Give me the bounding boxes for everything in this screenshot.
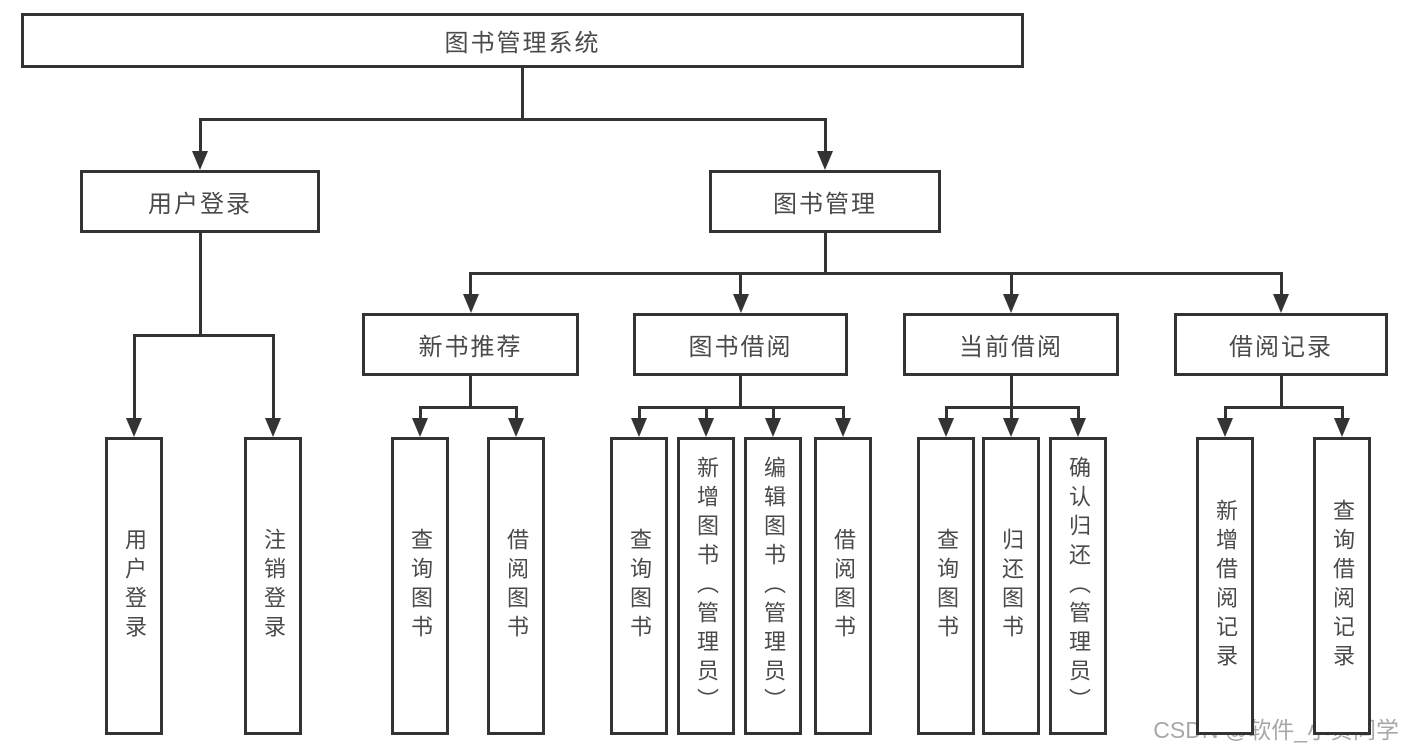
arrow-down-icon bbox=[631, 418, 647, 437]
node-label-bb-query: 查询图书 bbox=[627, 528, 652, 644]
connector-line bbox=[418, 405, 518, 409]
node-label-bb-borrow: 借阅图书 bbox=[831, 528, 856, 644]
arrow-down-icon bbox=[126, 418, 142, 437]
node-label-book-borrow: 图书借阅 bbox=[688, 334, 793, 361]
arrow-down-icon bbox=[1070, 418, 1086, 437]
connector-line bbox=[1009, 376, 1013, 409]
node-root: 图书管理系统 bbox=[21, 13, 1024, 68]
connector-line bbox=[944, 407, 948, 423]
connector-line bbox=[841, 407, 845, 423]
node-nbr-borrow: 借阅图书 bbox=[487, 437, 545, 735]
connector-line bbox=[198, 233, 202, 337]
arrow-down-icon bbox=[1273, 294, 1289, 313]
connector-line bbox=[1340, 407, 1344, 423]
connector-line bbox=[132, 333, 275, 337]
arrow-down-icon bbox=[817, 151, 833, 170]
connector-line bbox=[637, 407, 641, 423]
node-bb-edit: 编辑图书（管理员） bbox=[744, 437, 802, 735]
node-label-br-add: 新增借阅记录 bbox=[1213, 499, 1238, 673]
node-label-cb-confirm: 确认归还（管理员） bbox=[1066, 455, 1091, 717]
connector-line bbox=[469, 273, 472, 299]
connector-line bbox=[1009, 273, 1013, 299]
connector-line bbox=[1076, 407, 1080, 423]
arrow-down-icon bbox=[508, 418, 524, 437]
node-cb-return: 归还图书 bbox=[982, 437, 1040, 735]
connector-line bbox=[469, 376, 472, 409]
node-login: 用户登录 bbox=[105, 437, 163, 735]
node-label-current-borrow: 当前借阅 bbox=[959, 334, 1063, 361]
node-current-borrow: 当前借阅 bbox=[903, 313, 1119, 376]
connector-line bbox=[1009, 407, 1013, 423]
arrow-down-icon bbox=[1217, 418, 1233, 437]
connector-line bbox=[704, 407, 708, 423]
connector-line bbox=[418, 407, 422, 423]
node-cb-confirm: 确认归还（管理员） bbox=[1049, 437, 1107, 735]
node-label-login: 用户登录 bbox=[122, 528, 147, 644]
node-label-cb-query: 查询图书 bbox=[934, 528, 959, 644]
connector-line bbox=[1279, 273, 1283, 299]
node-label-borrow-records: 借阅记录 bbox=[1229, 334, 1333, 361]
node-bb-query: 查询图书 bbox=[610, 437, 668, 735]
node-label-root: 图书管理系统 bbox=[444, 30, 601, 57]
node-label-new-book-rec: 新书推荐 bbox=[418, 334, 523, 361]
arrow-down-icon bbox=[265, 418, 281, 437]
arrow-down-icon bbox=[765, 418, 781, 437]
connector-line bbox=[132, 335, 136, 423]
arrow-down-icon bbox=[732, 294, 749, 313]
connector-line bbox=[1223, 405, 1344, 409]
node-label-br-query: 查询借阅记录 bbox=[1330, 499, 1355, 673]
node-nbr-query: 查询图书 bbox=[391, 437, 449, 735]
connector-line bbox=[823, 233, 827, 275]
arrow-down-icon bbox=[1003, 294, 1019, 313]
connector-line bbox=[198, 117, 827, 121]
arrow-down-icon bbox=[462, 294, 479, 313]
connector-line bbox=[521, 68, 524, 121]
arrow-down-icon bbox=[1003, 418, 1019, 437]
connector-line bbox=[469, 271, 1283, 275]
connector-line bbox=[1279, 376, 1283, 409]
node-label-bb-edit: 编辑图书（管理员） bbox=[761, 455, 786, 717]
node-label-logout: 注销登录 bbox=[261, 528, 286, 644]
node-bb-borrow: 借阅图书 bbox=[814, 437, 872, 735]
node-book-mgmt: 图书管理 bbox=[709, 170, 941, 233]
connector-line bbox=[739, 376, 742, 409]
node-br-add: 新增借阅记录 bbox=[1196, 437, 1254, 735]
arrow-down-icon bbox=[192, 151, 208, 170]
connector-line bbox=[1223, 407, 1227, 423]
connector-line bbox=[823, 119, 827, 156]
node-label-nbr-query: 查询图书 bbox=[408, 528, 433, 644]
arrow-down-icon bbox=[698, 418, 714, 437]
connector-line bbox=[771, 407, 775, 423]
node-cb-query: 查询图书 bbox=[917, 437, 975, 735]
node-label-book-mgmt: 图书管理 bbox=[773, 191, 877, 218]
node-label-cb-return: 归还图书 bbox=[999, 528, 1024, 644]
connector-line bbox=[739, 273, 742, 299]
node-label-bb-add: 新增图书（管理员） bbox=[694, 455, 719, 717]
node-label-nbr-borrow: 借阅图书 bbox=[504, 528, 529, 644]
arrow-down-icon bbox=[412, 418, 428, 437]
arrow-down-icon bbox=[835, 418, 851, 437]
node-book-borrow: 图书借阅 bbox=[633, 313, 848, 376]
node-bb-add: 新增图书（管理员） bbox=[677, 437, 735, 735]
connector-line bbox=[198, 119, 202, 156]
arrow-down-icon bbox=[1334, 418, 1350, 437]
node-new-book-rec: 新书推荐 bbox=[362, 313, 579, 376]
connector-line bbox=[514, 407, 518, 423]
connector-line bbox=[271, 335, 275, 423]
node-label-user-login: 用户登录 bbox=[148, 191, 252, 218]
arrow-down-icon bbox=[938, 418, 954, 437]
connector-line bbox=[637, 405, 845, 409]
node-borrow-records: 借阅记录 bbox=[1174, 313, 1388, 376]
node-logout: 注销登录 bbox=[244, 437, 302, 735]
node-user-login: 用户登录 bbox=[80, 170, 320, 233]
node-br-query: 查询借阅记录 bbox=[1313, 437, 1371, 735]
